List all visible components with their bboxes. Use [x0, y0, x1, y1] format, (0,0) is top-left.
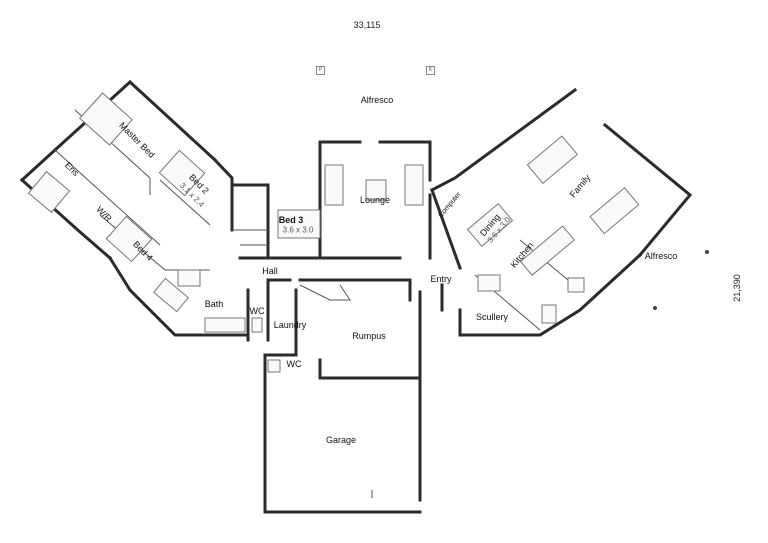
alfresco-posts	[653, 250, 709, 310]
room-garage: Garage	[325, 435, 357, 445]
room-hall: Hall	[262, 266, 278, 276]
room-scullery: Scullery	[475, 312, 509, 322]
overall-depth-dimension: 21,390	[732, 274, 742, 302]
room-bath: Bath	[204, 299, 224, 309]
room-laundry: Laundry	[273, 320, 307, 330]
left-compass-icon: P	[316, 66, 325, 75]
overall-width-dimension: 33,115	[353, 20, 381, 30]
right-compass-icon: K	[426, 66, 435, 75]
lower-middle-walls	[204, 278, 444, 380]
right-wing-walls	[429, 87, 693, 337]
room-bed3: Bed 3	[279, 215, 304, 225]
room-alfresco-top: Alfresco	[360, 95, 394, 105]
room-bed3-size: 3.6 x 3.0	[282, 225, 314, 235]
centre-walls	[230, 140, 432, 260]
left-wing-walls	[19, 79, 250, 337]
garage-walls	[263, 376, 422, 514]
room-wc-2: WC	[286, 359, 302, 369]
room-bed3-name: Bed 3	[278, 215, 304, 225]
room-rumpus: Rumpus	[352, 331, 386, 341]
room-entry: Entry	[430, 274, 452, 284]
room-wc-1: WC	[249, 306, 265, 316]
room-lounge: Lounge	[359, 195, 391, 205]
room-alfresco-right: Alfresco	[644, 251, 678, 261]
